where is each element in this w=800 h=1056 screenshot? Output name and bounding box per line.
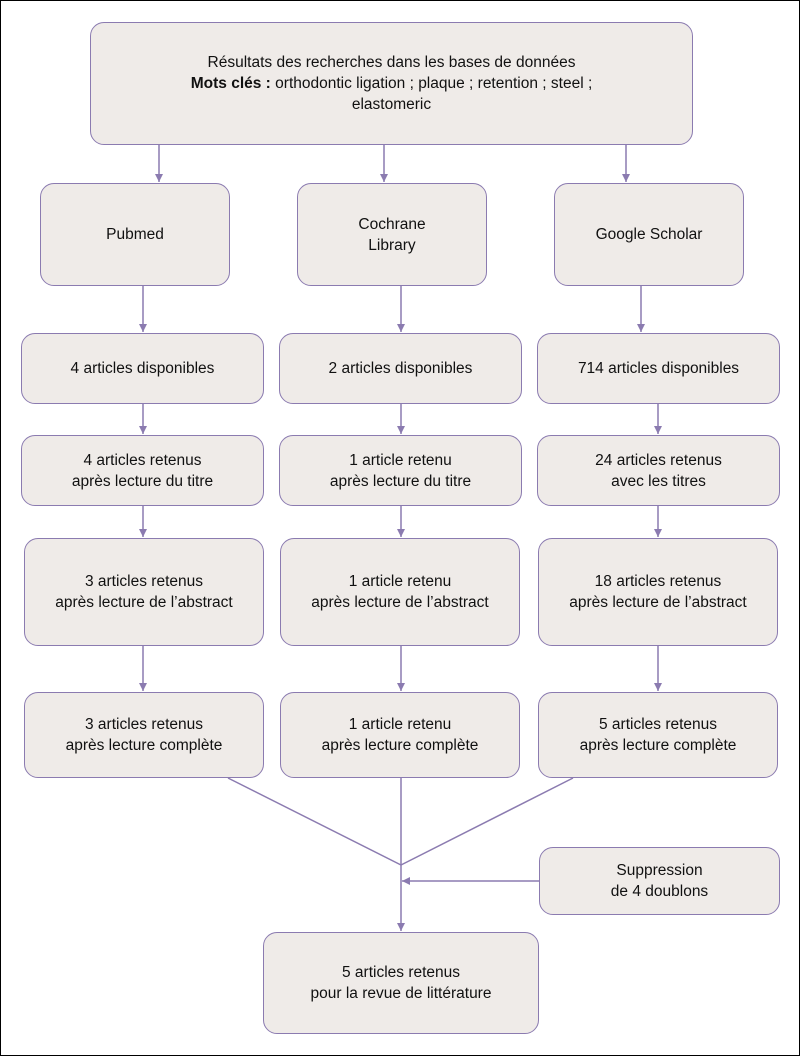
abstracts-scholar-line2: après lecture de l’abstract (569, 594, 747, 611)
complete-pubmed-line1: 3 articles retenus (84, 716, 204, 733)
final-result-line2: pour la revue de littérature (310, 985, 492, 1002)
abstracts-pubmed-box: 3 articles retenus après lecture de l’ab… (24, 538, 264, 646)
complete-pubmed-box: 3 articles retenus après lecture complèt… (24, 692, 264, 778)
source-scholar-box: Google Scholar (554, 183, 744, 286)
abstracts-pubmed-line1: 3 articles retenus (84, 573, 203, 590)
source-cochrane-box: Cochrane Library (297, 183, 487, 286)
final-result-line1: 5 articles retenus (341, 964, 461, 981)
titles-cochrane-line2: après lecture du titre (329, 472, 472, 490)
duplicates-line2: de 4 doublons (610, 883, 709, 900)
titles-scholar-line1: 24 articles retenus (595, 451, 722, 469)
complete-cochrane-box: 1 article retenu après lecture complète (280, 692, 520, 778)
abstracts-scholar-line1: 18 articles retenus (594, 573, 722, 590)
search-results-box: Résultats des recherches dans les bases … (90, 22, 693, 145)
titles-cochrane-box: 1 article retenu après lecture du titre (279, 435, 522, 506)
complete-cochrane-line2: après lecture complète (321, 737, 479, 754)
titles-scholar-box: 24 articles retenus avec les titres (537, 435, 780, 506)
duplicates-line1: Suppression (616, 862, 703, 879)
titles-pubmed-line1: 4 articles retenus (83, 451, 202, 469)
abstracts-cochrane-line1: 1 article retenu (348, 573, 452, 590)
source-cochrane-label-line1: Cochrane (358, 215, 426, 233)
available-pubmed-box: 4 articles disponibles (21, 333, 264, 404)
keywords-line: Mots clés : orthodontic ligation ; plaqu… (191, 73, 593, 94)
keywords-list: orthodontic ligation ; plaque ; retentio… (275, 75, 593, 92)
available-scholar-text: 714 articles disponibles (577, 360, 740, 377)
complete-scholar-line1: 5 articles retenus (598, 716, 718, 733)
merge-line-left (227, 777, 402, 866)
search-results-title: Résultats des recherches dans les bases … (207, 54, 576, 71)
complete-pubmed-line2: après lecture complète (65, 737, 223, 754)
keywords-label: Mots clés : (190, 75, 271, 92)
abstracts-scholar-box: 18 articles retenus après lecture de l’a… (538, 538, 778, 646)
complete-scholar-line2: après lecture complète (579, 737, 737, 754)
complete-scholar-box: 5 articles retenus après lecture complèt… (538, 692, 778, 778)
merge-line-right (400, 777, 574, 866)
source-scholar-label: Google Scholar (595, 226, 703, 243)
source-pubmed-label: Pubmed (106, 226, 164, 243)
titles-pubmed-line2: après lecture du titre (71, 472, 214, 490)
available-cochrane-text: 2 articles disponibles (328, 360, 473, 377)
available-pubmed-text: 4 articles disponibles (70, 360, 215, 377)
source-pubmed-box: Pubmed (40, 183, 230, 286)
available-scholar-box: 714 articles disponibles (537, 333, 780, 404)
titles-cochrane-line1: 1 article retenu (349, 451, 452, 469)
final-result-box: 5 articles retenus pour la revue de litt… (263, 932, 539, 1034)
source-cochrane-label-line2: Library (368, 236, 416, 254)
complete-cochrane-line1: 1 article retenu (348, 716, 452, 733)
abstracts-pubmed-line2: après lecture de l’abstract (55, 594, 233, 611)
abstracts-cochrane-box: 1 article retenu après lecture de l’abst… (280, 538, 520, 646)
titles-scholar-line2: avec les titres (611, 472, 706, 490)
abstracts-cochrane-line2: après lecture de l’abstract (311, 594, 489, 611)
duplicates-box: Suppression de 4 doublons (539, 847, 780, 915)
titles-pubmed-box: 4 articles retenus après lecture du titr… (21, 435, 264, 506)
available-cochrane-box: 2 articles disponibles (279, 333, 522, 404)
keywords-continued: elastomeric (351, 96, 432, 113)
